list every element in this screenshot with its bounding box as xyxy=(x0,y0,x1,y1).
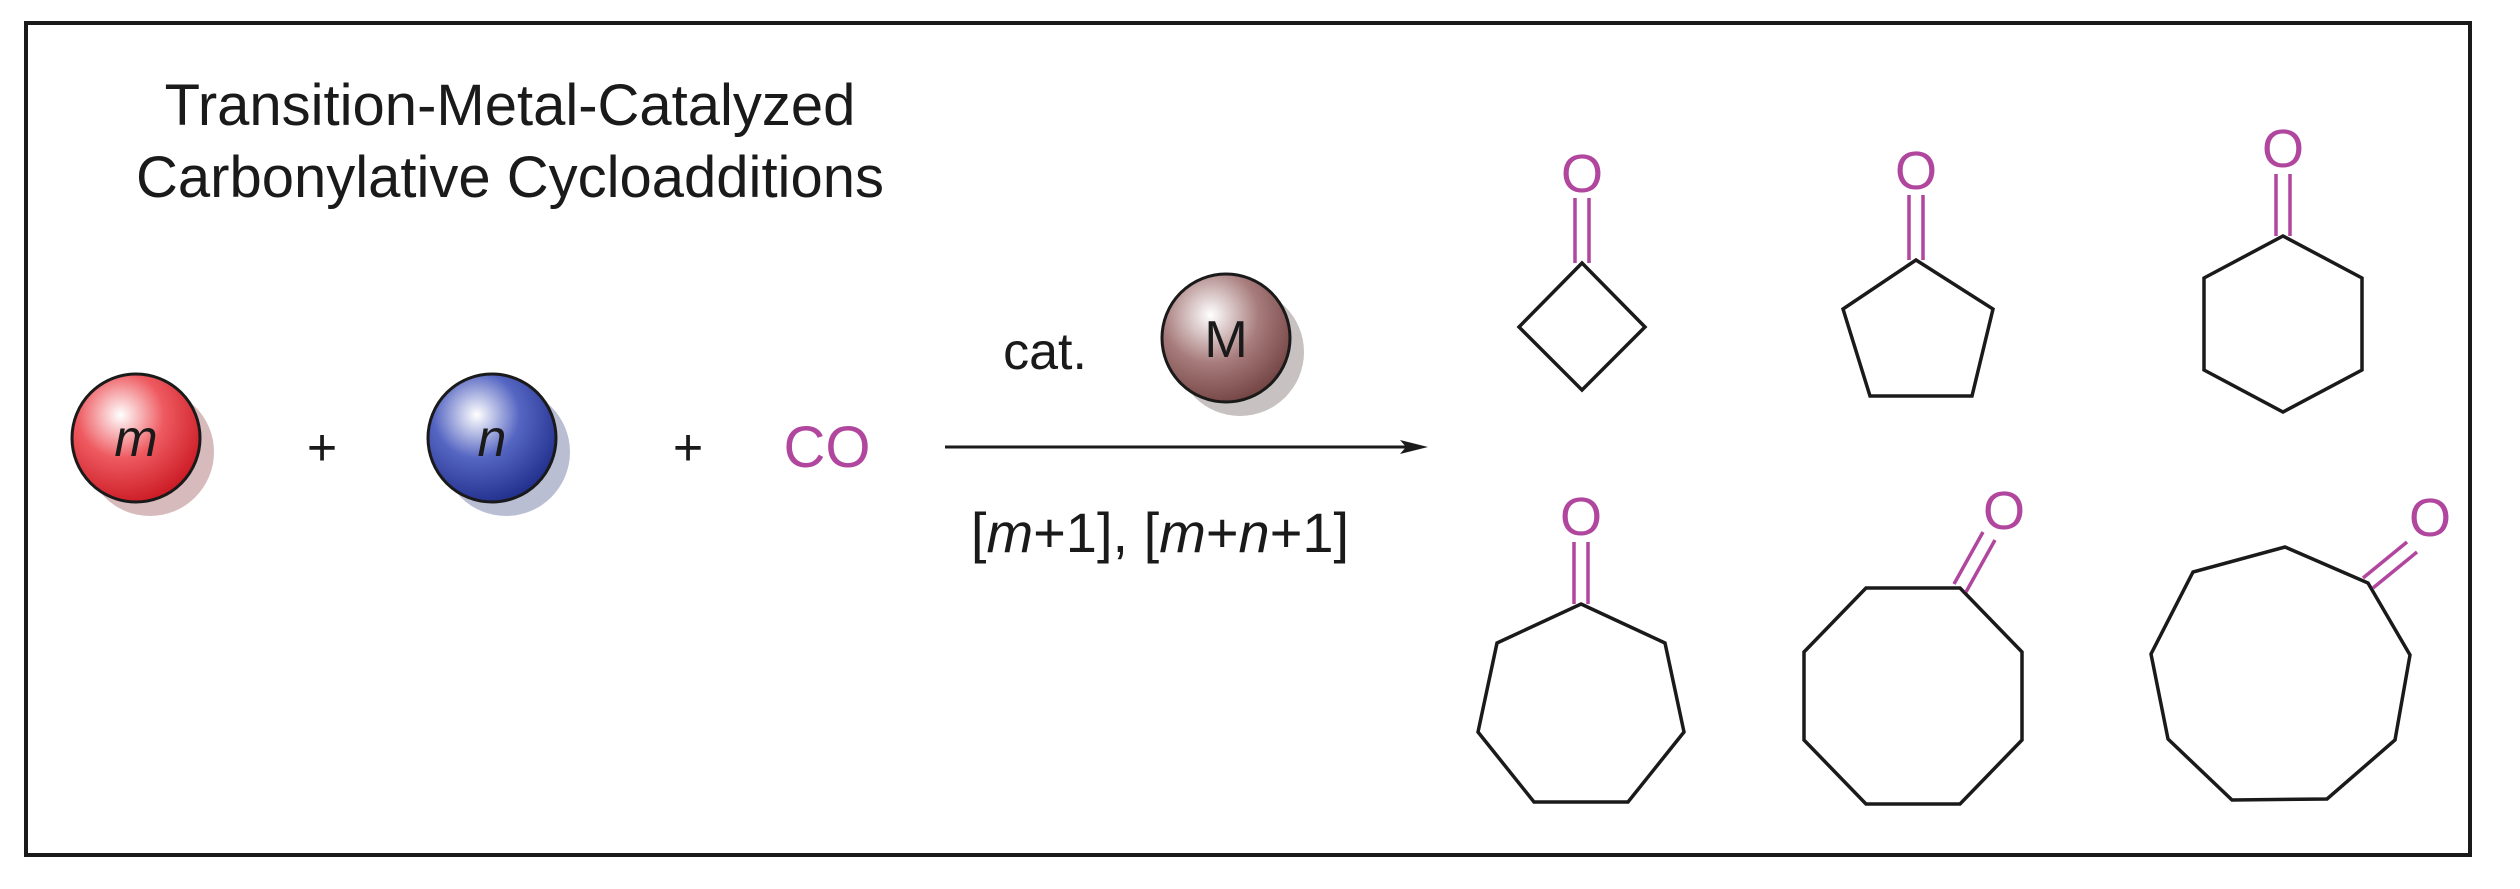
oxygen-label-6: O xyxy=(2409,488,2451,548)
arrow-head xyxy=(1400,440,1428,454)
product-cyclohexanone: O xyxy=(2202,119,2364,414)
product-cyclooctanone: O xyxy=(1802,481,2025,806)
sphere-n-label: n xyxy=(478,410,507,468)
condition-tail: +1] xyxy=(1270,501,1349,564)
condition-open: [ xyxy=(971,501,987,564)
carbonyl-bond-6a xyxy=(2361,540,2409,580)
ring-cycloheptanone xyxy=(1476,602,1686,804)
sphere-n-ball xyxy=(426,372,558,504)
product-cyclobutanone: O xyxy=(1516,144,1648,393)
plus-sign-1: + xyxy=(307,419,337,477)
condition-plus1: +1], [ xyxy=(1033,501,1160,564)
scheme-title: Transition-Metal-Catalyzed Carbonylative… xyxy=(60,70,960,214)
condition-n: n xyxy=(1239,501,1270,564)
oxygen-label-1: O xyxy=(1561,144,1603,204)
carbonyl-bond-5b xyxy=(1964,539,1997,593)
condition-m1: m xyxy=(986,501,1033,564)
sphere-metal-ball xyxy=(1160,272,1292,404)
ring-cyclohexanone xyxy=(2202,234,2364,414)
reaction-condition: [m+1], [m+n+1] xyxy=(971,501,1349,564)
reactant-m-sphere: m xyxy=(70,372,214,516)
sphere-m-label: m xyxy=(114,410,157,468)
sphere-metal-label: M xyxy=(1204,311,1247,369)
oxygen-label-4: O xyxy=(1560,487,1602,547)
catalyst-prefix: cat. xyxy=(1003,323,1087,381)
reaction-arrow xyxy=(945,440,1428,454)
condition-plus2: + xyxy=(1206,501,1239,564)
ring-cyclononanone xyxy=(2149,545,2412,802)
ring-cyclopentanone xyxy=(1840,257,1995,398)
carbonyl-bond-6b xyxy=(2371,550,2419,590)
reactant-n-sphere: n xyxy=(426,372,570,516)
metal-catalyst-sphere: M xyxy=(1160,272,1304,416)
scheme-frame xyxy=(24,21,2472,857)
title-line-1: Transition-Metal-Catalyzed xyxy=(164,73,856,138)
condition-m2: m xyxy=(1159,501,1206,564)
ring-cyclooctanone xyxy=(1802,586,2024,806)
product-cyclononanone: O xyxy=(2149,488,2451,802)
products-group: O O O O xyxy=(1476,119,2451,806)
carbonyl-bond-5a xyxy=(1952,531,1985,585)
oxygen-label-2: O xyxy=(1895,141,1937,201)
ring-cyclobutanone xyxy=(1516,260,1648,393)
carbon-monoxide-label: CO xyxy=(784,415,871,480)
product-cycloheptanone: O xyxy=(1476,487,1686,804)
plus-sign-2: + xyxy=(673,419,703,477)
product-cyclopentanone: O xyxy=(1840,141,1995,398)
sphere-m-ball xyxy=(70,372,202,504)
title-line-2: Carbonylative Cycloadditions xyxy=(136,145,884,210)
oxygen-label-3: O xyxy=(2262,119,2304,179)
oxygen-label-5: O xyxy=(1983,481,2025,541)
